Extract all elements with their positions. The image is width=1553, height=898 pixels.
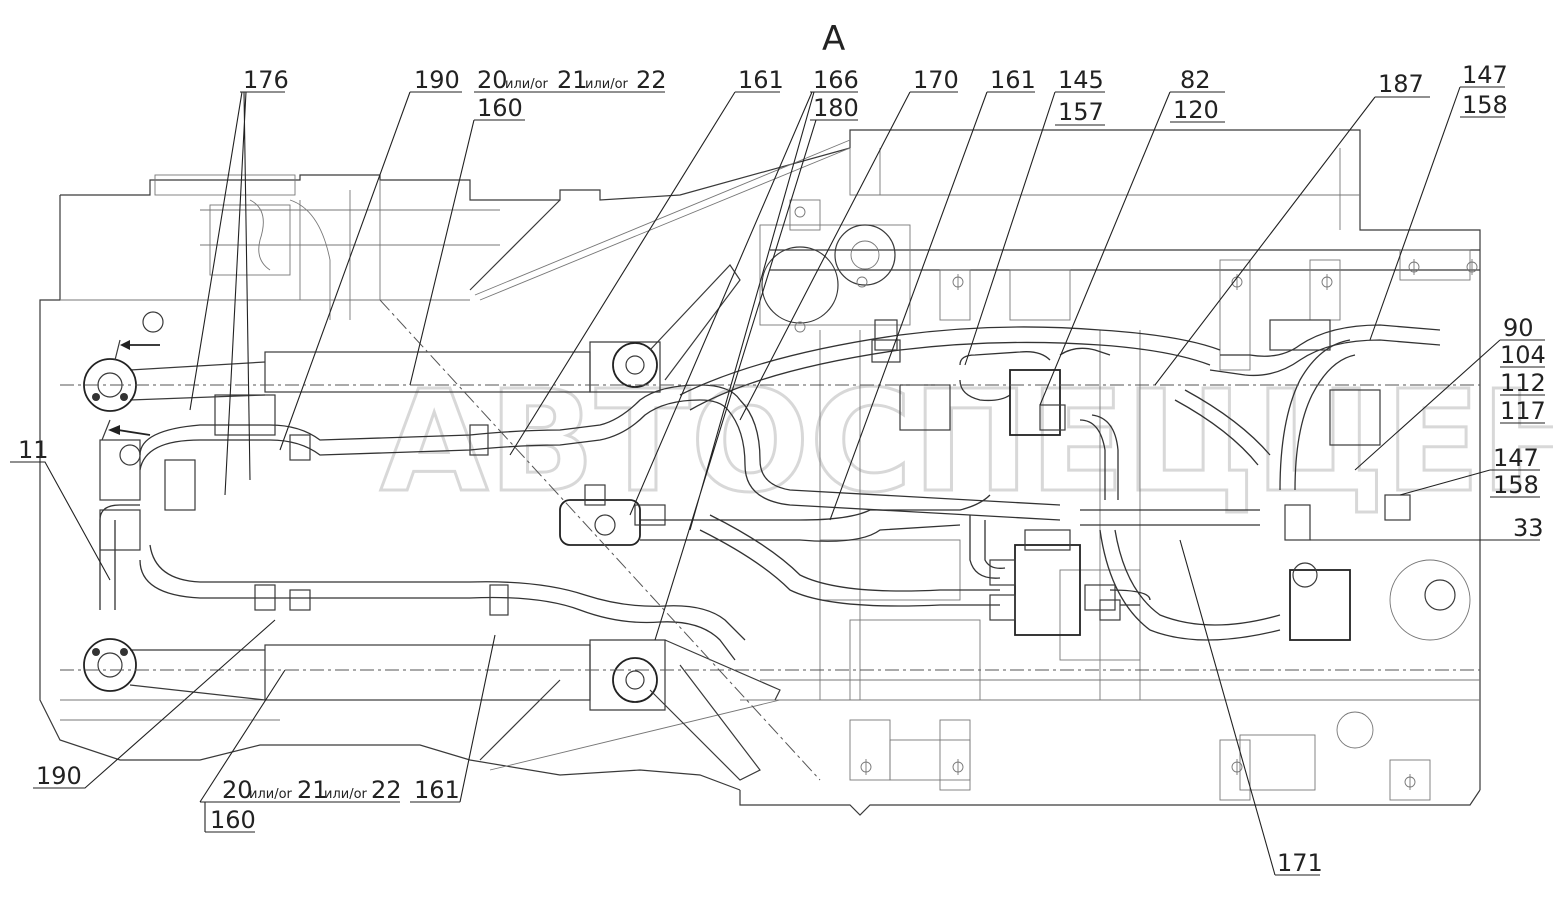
callout-147-mid: 147: [1493, 444, 1539, 472]
callout-104: 104: [1500, 341, 1546, 369]
callout-22-top: 22: [636, 66, 667, 94]
callout-161-bottom: 161: [414, 776, 460, 804]
chassis-outline: [39, 129, 1481, 816]
callout-161-b: 161: [990, 66, 1036, 94]
callout-or-1-bottom: или/or: [249, 787, 293, 802]
hydraulic-lines: [99, 324, 1441, 661]
callout-or-2-top: или/or: [585, 77, 629, 92]
callout-20-top: 20: [477, 66, 508, 94]
centerlines: [60, 299, 1480, 781]
callout-158-mid: 158: [1493, 471, 1539, 499]
callout-120: 120: [1173, 96, 1219, 124]
callout-11: 11: [18, 436, 49, 464]
callout-176: 176: [243, 66, 289, 94]
view-label: А: [822, 19, 845, 59]
hole-marks: [794, 206, 1478, 790]
callout-180: 180: [813, 94, 859, 122]
callout-21-top: 21: [557, 66, 588, 94]
leader-lines: [10, 86, 1545, 876]
callout-160-bottom: 160: [210, 806, 256, 834]
callout-33: 33: [1513, 514, 1544, 542]
callout-112: 112: [1500, 369, 1546, 397]
callout-160-top: 160: [477, 94, 523, 122]
direction-arrows: [101, 311, 164, 466]
callout-157: 157: [1058, 98, 1104, 126]
callout-161-a: 161: [738, 66, 784, 94]
valves-and-fittings: [99, 319, 1471, 749]
callout-labels: 176 190 20 или/or 21 или/or 22 160 161 1…: [18, 61, 1546, 877]
cylinder-lower: [83, 638, 781, 781]
callout-171: 171: [1277, 849, 1323, 877]
callout-190-bottom: 190: [36, 762, 82, 790]
callout-or-1-top: или/or: [505, 77, 549, 92]
callout-158-top: 158: [1462, 91, 1508, 119]
watermark: АВТОСПЕЦЦЕНТР: [380, 361, 1553, 524]
callout-145: 145: [1058, 66, 1104, 94]
callout-170: 170: [913, 66, 959, 94]
callout-22-bottom: 22: [371, 776, 402, 804]
callout-117: 117: [1500, 397, 1546, 425]
callout-or-2-bottom: или/or: [324, 787, 368, 802]
callout-90: 90: [1503, 314, 1534, 342]
callout-147-top: 147: [1462, 61, 1508, 89]
callout-187: 187: [1378, 70, 1424, 98]
callout-20-bottom: 20: [222, 776, 253, 804]
callout-166: 166: [813, 66, 859, 94]
callout-82: 82: [1180, 66, 1211, 94]
callout-21-bottom: 21: [297, 776, 328, 804]
callout-190-top: 190: [414, 66, 460, 94]
